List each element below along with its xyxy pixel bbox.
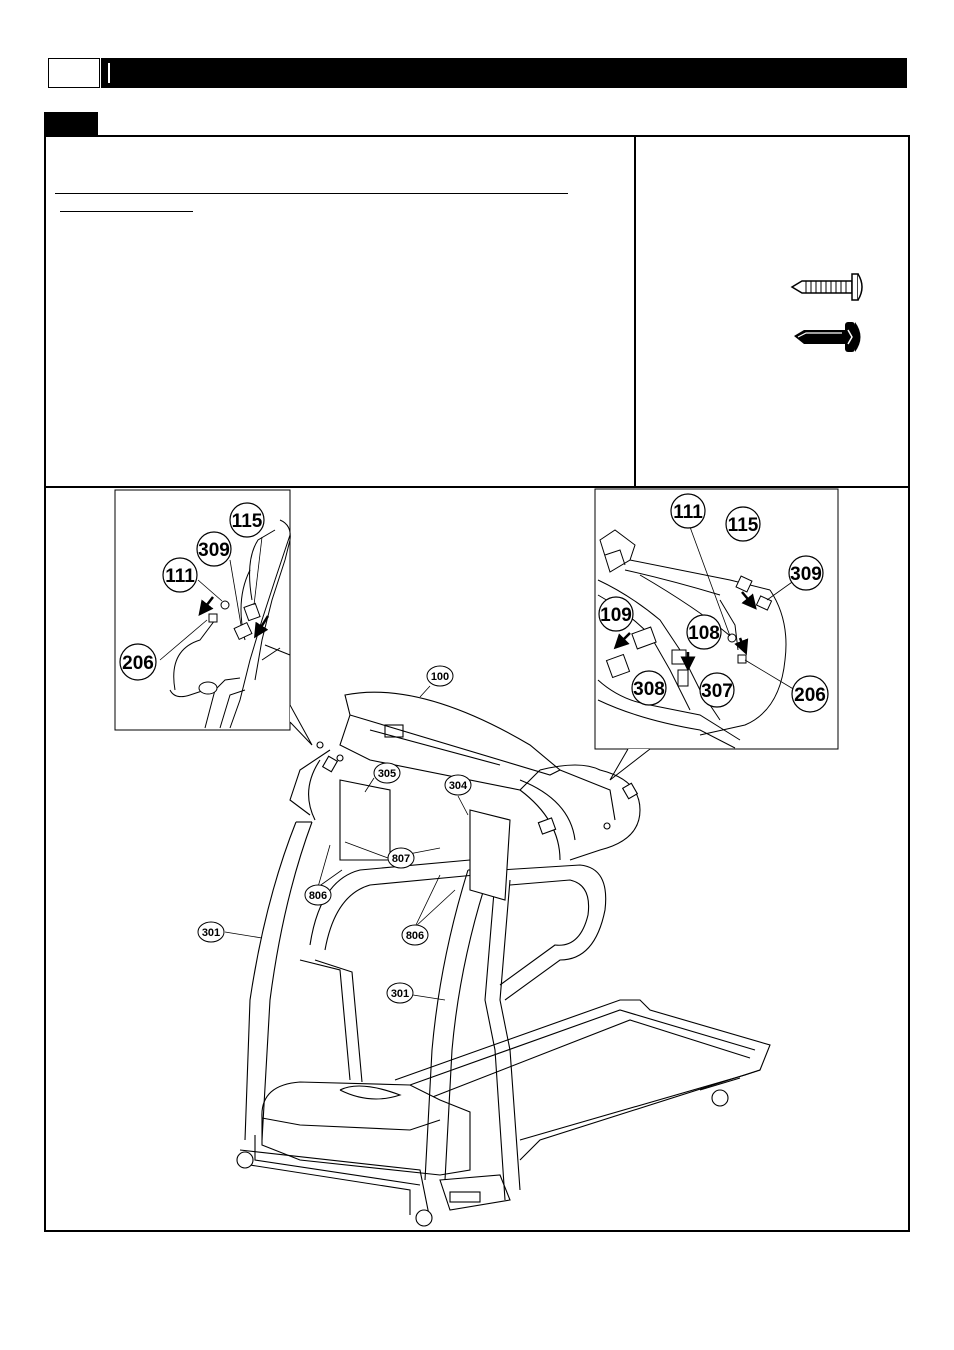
- callout-111-left: [162, 557, 198, 593]
- main-leaders: [224, 685, 469, 1001]
- page-number-box: [48, 58, 100, 88]
- callout-304-label: 304: [449, 780, 468, 792]
- callout-308-right: [631, 670, 667, 706]
- callout-807: [387, 847, 415, 869]
- callout-301-b-label: 301: [391, 988, 409, 1000]
- header-divider-tick: [108, 63, 110, 83]
- step-frame: [44, 135, 910, 1232]
- callout-111-right-label: 111: [673, 502, 703, 523]
- callout-206-right: [791, 675, 829, 713]
- callout-305: [373, 762, 401, 784]
- callout-108-right: [686, 614, 722, 650]
- callout-308-right-label: 308: [633, 679, 665, 700]
- callout-111-right: [670, 493, 706, 529]
- detail-left: 115 309 111 206: [114, 489, 291, 731]
- callout-111-left-label: 111: [165, 566, 195, 587]
- callout-109-right-label: 109: [600, 605, 632, 626]
- callout-807-label: 807: [392, 853, 410, 865]
- callout-115-left-label: 115: [232, 511, 263, 532]
- callout-100: [426, 665, 454, 687]
- callout-100-label: 100: [431, 671, 449, 683]
- callout-309-right: [788, 555, 824, 591]
- callout-806-b-label: 806: [406, 930, 424, 942]
- callout-109-right: [598, 596, 634, 632]
- callout-115-left: [229, 502, 265, 538]
- callout-806-b: [401, 924, 429, 946]
- callout-206-left: [119, 643, 157, 681]
- callout-206-right-label: 206: [794, 685, 826, 706]
- callout-206-left-label: 206: [122, 653, 154, 674]
- instruction-underline-short: [60, 211, 193, 212]
- section-header-bar: [101, 58, 907, 88]
- instruction-underline: [55, 193, 568, 194]
- callout-301-b: [386, 982, 414, 1004]
- callout-108-right-label: 108: [688, 623, 720, 644]
- callout-307-right: [699, 672, 735, 708]
- detail-left-pointer: [289, 704, 313, 746]
- callout-307-right-label: 307: [701, 681, 733, 702]
- callout-115-right-label: 115: [728, 515, 759, 536]
- hardware-panel-divider: [634, 135, 636, 488]
- callout-309-right-label: 309: [790, 564, 822, 585]
- callout-806-a-label: 806: [309, 890, 327, 902]
- callout-115-right: [725, 506, 761, 542]
- illustration-divider: [44, 486, 910, 488]
- step-tab: [44, 112, 98, 136]
- callout-309-left-label: 309: [198, 540, 230, 561]
- callout-301-a: [197, 921, 225, 943]
- detail-right: 111 115 309 109 108 308 307 206: [594, 488, 839, 750]
- callout-305-label: 305: [378, 768, 396, 780]
- callout-304: [444, 774, 472, 796]
- tapping-screw-icon: [794, 322, 861, 352]
- callout-301-a-label: 301: [202, 927, 220, 939]
- detail-right-pointer: [609, 748, 651, 781]
- main-callouts: 100 305 304 807 806 806 301 301: [197, 665, 472, 1004]
- button-head-bolt-icon: [790, 273, 863, 301]
- treadmill-drawing: [236, 691, 771, 1227]
- callout-309-left: [196, 531, 232, 567]
- callout-806-a: [304, 884, 332, 906]
